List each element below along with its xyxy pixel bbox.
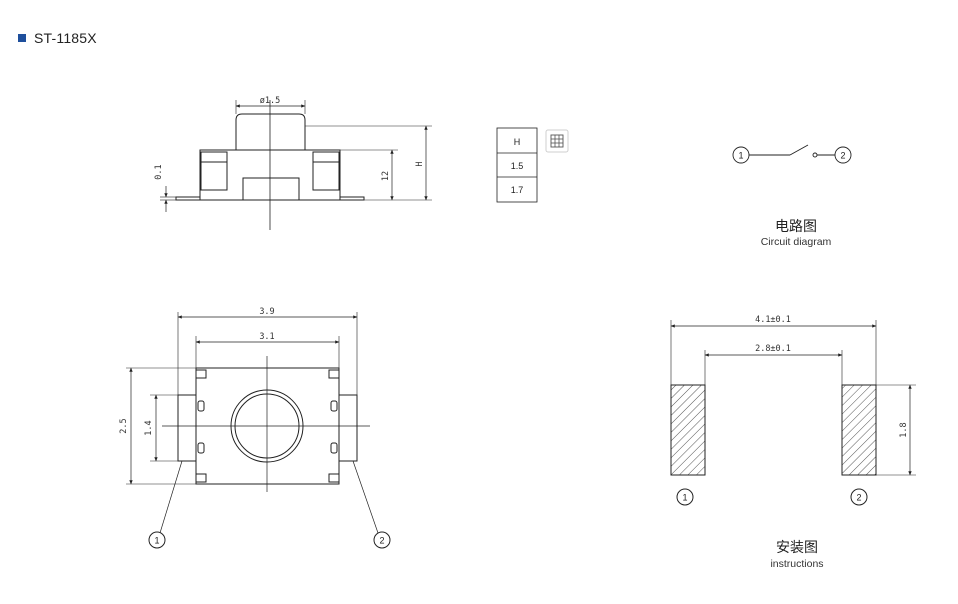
height-table — [496, 127, 538, 203]
side-right-lead — [339, 196, 365, 201]
circuit-caption-cn: 电路图 — [775, 219, 817, 235]
top-dim-inner-width: 3.1 — [259, 332, 274, 342]
side-view — [160, 100, 432, 230]
top-right-terminal — [338, 394, 358, 462]
switch-contact — [789, 144, 809, 156]
side-center-block — [242, 177, 300, 201]
circuit-pin-1-label: 1 — [738, 151, 743, 161]
top-pin-1-circle — [148, 531, 166, 549]
install-dim-inner: 2.8±0.1 — [755, 344, 791, 354]
model-title-row: ST-1185X — [18, 30, 97, 46]
install-pin-2-label: 2 — [856, 493, 861, 503]
install-pin-1-circle — [676, 488, 694, 506]
side-dim-outer: H — [415, 161, 425, 166]
height-table-frame — [496, 127, 538, 203]
bullet-square-icon — [18, 34, 26, 42]
side-dim-top: ø1.5 — [260, 96, 280, 106]
side-right-tab — [312, 151, 340, 163]
pad-left — [670, 384, 706, 476]
top-left-terminal — [177, 394, 197, 462]
top-pin-2-circle — [373, 531, 391, 549]
circuit-caption-en: Circuit diagram — [761, 236, 832, 248]
side-dim-left: 0.1 — [154, 164, 164, 179]
side-button — [235, 113, 306, 150]
height-table-header: H — [514, 137, 521, 147]
height-table-row-2: 1.7 — [511, 185, 524, 195]
top-dim-inner-height: 1.4 — [144, 420, 154, 435]
table-icon[interactable] — [545, 129, 569, 153]
install-caption-en: instructions — [770, 558, 823, 570]
side-left-lead — [175, 196, 201, 201]
side-dim-inner: 12 — [381, 171, 391, 181]
circuit-pin-2-label: 2 — [840, 151, 845, 161]
top-pin-1-label: 1 — [154, 536, 159, 546]
height-table-row-1: 1.5 — [511, 161, 524, 171]
circuit-diagram — [732, 144, 852, 164]
side-left-tab — [200, 151, 228, 163]
top-dim-outer-width: 3.9 — [259, 307, 274, 317]
top-pin-2-label: 2 — [379, 536, 384, 546]
side-right-wing — [312, 161, 340, 191]
side-left-wing — [200, 161, 228, 191]
install-caption-cn: 安装图 — [776, 540, 818, 556]
install-diagram — [670, 320, 916, 506]
model-title: ST-1185X — [34, 30, 97, 46]
install-pin-1-label: 1 — [682, 493, 687, 503]
install-dim-outer: 4.1±0.1 — [755, 315, 791, 325]
top-dim-outer-height: 2.5 — [119, 418, 129, 433]
install-pin-2-circle — [850, 488, 868, 506]
pad-right — [841, 384, 877, 476]
top-view — [126, 312, 391, 549]
install-dim-height: 1.8 — [899, 422, 909, 437]
